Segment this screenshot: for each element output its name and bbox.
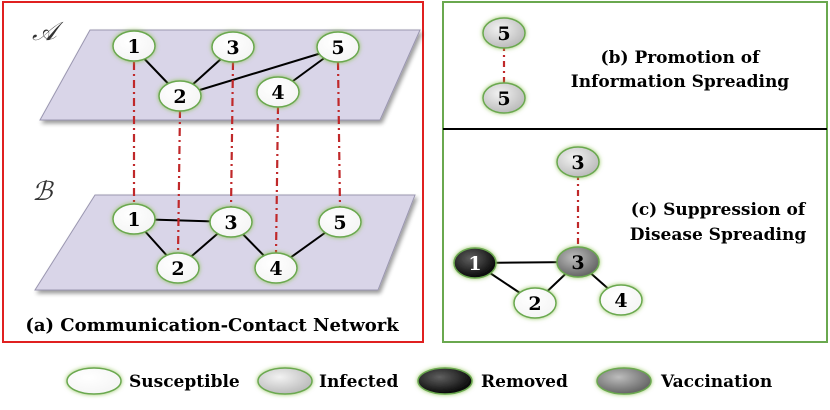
node-label: 4 [269,258,282,280]
node-infected: 5 [482,17,526,49]
node-susceptible: 1 [112,30,156,62]
node-susceptible: 3 [211,31,255,63]
node-susceptible: 4 [599,284,643,316]
legend-swatch [66,367,122,395]
panel-b: 5 5 (b) Promotion of Information Spreadi… [482,17,790,114]
legend-item-vaccination: Vaccination [596,367,772,395]
panel-bc: 5 5 (b) Promotion of Information Spreadi… [442,1,828,343]
panel-a-border [2,1,424,343]
node-label: 3 [226,37,239,59]
node-vaccination: 3 [556,246,600,278]
node-label: 3 [571,152,584,174]
node-susceptible: 2 [158,80,202,112]
legend-swatch [257,367,313,395]
node-label: 2 [173,86,186,108]
panel-a-caption: (a) Communication-Contact Network [25,315,399,336]
layer-b-nodes: 1 3 5 2 4 [112,203,362,284]
node-susceptible: 2 [156,252,200,284]
layer-a-label: 𝒜 [32,17,64,47]
node-label: 4 [271,82,284,104]
node-label: 3 [224,212,237,234]
interlayer-link [229,61,235,209]
node-susceptible: 4 [254,252,298,284]
node-susceptible: 5 [316,31,360,63]
interlayer-links [132,61,342,255]
node-removed: 1 [453,247,497,279]
legend-swatch [596,367,652,395]
interlayer-link [176,109,182,255]
legend-item-infected: Infected [257,367,398,395]
node-susceptible: 5 [318,206,362,238]
node-label: 5 [497,88,510,110]
legend-label: Susceptible [129,372,240,392]
legend: Susceptible Infected Removed Vaccination [66,367,772,395]
node-infected: 3 [556,146,600,178]
node-label: 1 [468,253,481,275]
node-label: 5 [333,212,346,234]
panel-c-caption-line2: Disease Spreading [630,225,807,245]
edge [179,47,339,97]
legend-item-removed: Removed [417,367,568,395]
legend-label: Infected [319,372,398,392]
interlayer-link [336,61,342,209]
panel-c: 3 1 3 2 4 (c) Suppression of Disease Spr… [453,146,807,319]
interlayer-link [274,105,280,255]
node-label: 5 [331,37,344,59]
node-label: 2 [171,258,184,280]
node-susceptible: 3 [209,206,253,238]
node-infected: 5 [482,82,526,114]
panel-bc-border [442,1,828,343]
node-susceptible: 2 [513,287,557,319]
node-susceptible: 1 [112,203,156,235]
node-susceptible: 4 [256,76,300,108]
legend-label: Vaccination [660,372,772,392]
panel-b-caption-line1: (b) Promotion of [601,48,762,68]
node-label: 1 [127,209,140,231]
node-label: 2 [528,293,541,315]
panel-a: 𝒜 ℬ [2,1,424,343]
node-label: 1 [127,36,140,58]
node-label: 4 [614,290,627,312]
node-label: 3 [571,252,584,274]
node-label: 5 [497,23,510,45]
panel-c-caption-line1: (c) Suppression of [631,200,807,220]
panel-b-caption-line2: Information Spreading [571,72,790,92]
legend-swatch [417,367,473,395]
legend-item-susceptible: Susceptible [66,367,240,395]
layer-b-label: ℬ [32,177,54,207]
layer-a-nodes: 1 3 5 2 4 [112,30,360,112]
legend-label: Removed [481,372,568,392]
